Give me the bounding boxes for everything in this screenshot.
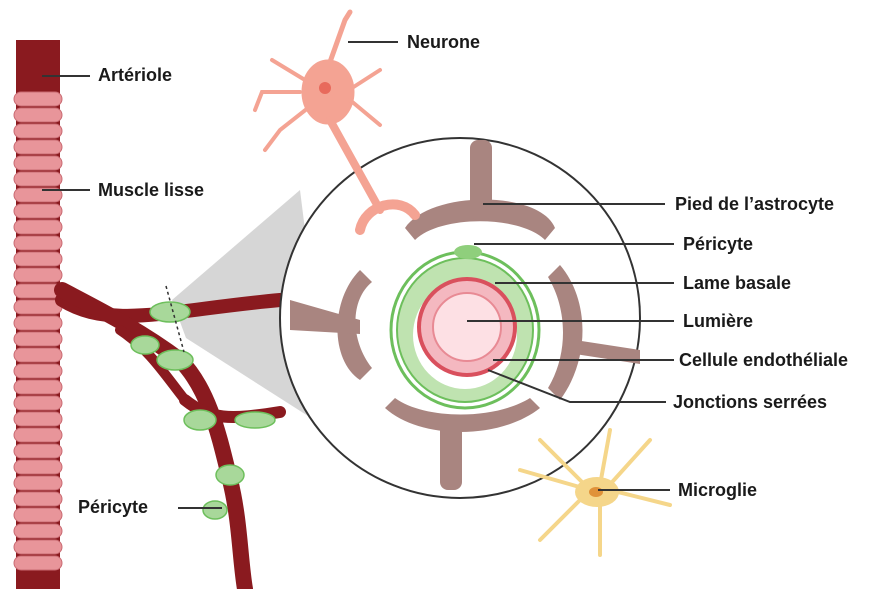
muscle-ring <box>14 332 62 346</box>
pericyte-nucleus <box>454 245 482 259</box>
muscle-ring <box>14 364 62 378</box>
pericyte-blob <box>184 410 216 430</box>
label-muscle-lisse: Muscle lisse <box>98 179 204 201</box>
arteriole-vessel <box>14 40 62 589</box>
muscle-ring <box>14 108 62 122</box>
muscle-ring <box>14 204 62 218</box>
muscle-ring <box>14 300 62 314</box>
muscle-ring <box>14 380 62 394</box>
pericyte-blob <box>216 465 244 485</box>
muscle-ring <box>14 412 62 426</box>
muscle-ring <box>14 476 62 490</box>
muscle-ring <box>14 316 62 330</box>
pericyte-blob <box>131 336 159 354</box>
label-pericyte-right: Péricyte <box>683 233 753 255</box>
pericyte-blob <box>157 350 193 370</box>
pericyte-blob <box>235 412 275 428</box>
muscle-ring <box>14 428 62 442</box>
muscle-ring <box>14 460 62 474</box>
muscle-ring <box>14 172 62 186</box>
muscle-ring <box>14 236 62 250</box>
pericyte-blob <box>203 501 227 519</box>
muscle-ring <box>14 268 62 282</box>
muscle-ring <box>14 220 62 234</box>
muscle-ring <box>14 348 62 362</box>
pericyte-blob <box>150 302 190 322</box>
muscle-ring <box>14 540 62 554</box>
label-jonctions-serrees: Jonctions serrées <box>673 391 827 413</box>
muscle-ring <box>14 92 62 106</box>
muscle-ring <box>14 444 62 458</box>
label-neurone: Neurone <box>407 31 480 53</box>
muscle-ring <box>14 140 62 154</box>
muscle-ring <box>14 492 62 506</box>
muscle-ring <box>14 556 62 570</box>
label-cellule-endotheliale: Cellule endothéliale <box>679 349 848 371</box>
label-lumiere: Lumière <box>683 310 753 332</box>
muscle-ring <box>14 508 62 522</box>
muscle-ring <box>14 156 62 170</box>
label-pied-astrocyte: Pied de l’astrocyte <box>675 193 834 215</box>
muscle-ring <box>14 252 62 266</box>
lumen <box>433 293 501 361</box>
muscle-ring <box>14 524 62 538</box>
muscle-ring <box>14 124 62 138</box>
label-lame-basale: Lame basale <box>683 272 791 294</box>
label-arteriole: Artériole <box>98 64 172 86</box>
muscle-ring <box>14 396 62 410</box>
label-microglie: Microglie <box>678 479 757 501</box>
label-pericyte-left: Péricyte <box>78 496 148 518</box>
